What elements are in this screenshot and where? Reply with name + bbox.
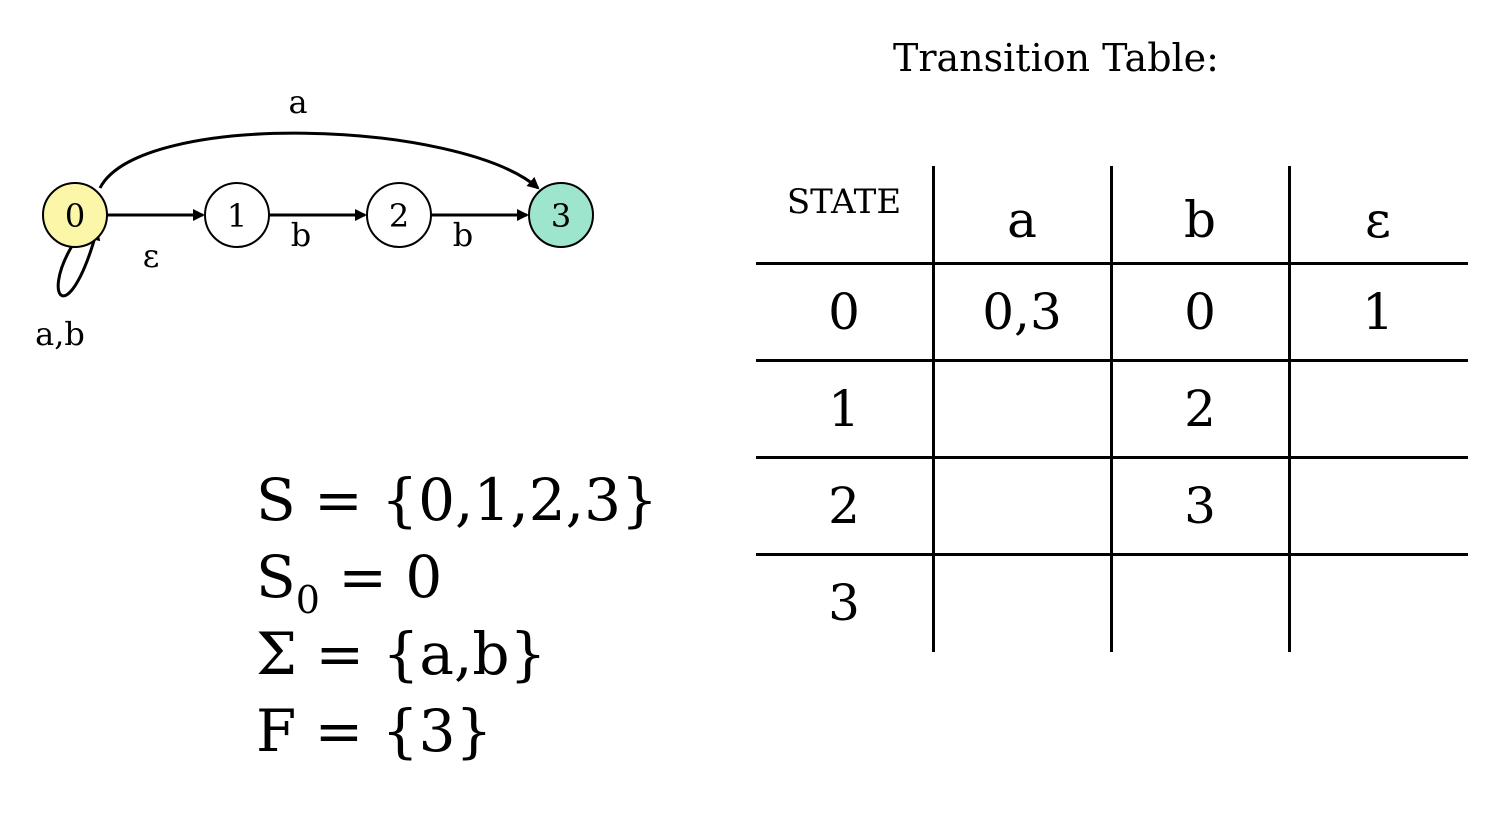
state-2: 2 [366,182,432,248]
header-a: a [1007,191,1037,249]
table-divider [1110,166,1113,652]
state-2-label: 2 [389,197,409,235]
final-states-set: F = {3} [256,697,493,765]
table-cell: 1 [1362,283,1394,341]
edge-label-0-1: ε [143,237,160,275]
start-state: S0 = 0 [256,539,658,619]
start-subscript: 0 [295,578,320,622]
edge-0-to-0 [56,228,101,298]
start-value: = 0 [319,543,443,611]
table-cell: 1 [828,380,860,438]
state-0: 0 [42,182,108,248]
table-cell [934,556,1110,650]
table-cell: 0,3 [982,283,1062,341]
table-divider [756,456,1468,459]
table-divider [1288,166,1291,652]
state-1: 1 [204,182,270,248]
state-0-label: 0 [65,197,85,235]
state-3-label: 3 [551,197,571,235]
start-symbol: S [256,543,296,611]
table-divider [756,359,1468,362]
state-0-circle [42,182,108,248]
header-state: STATE [786,182,902,222]
table-divider [756,262,1468,265]
state-3-circle [528,182,594,248]
table-cell [1290,556,1466,650]
table-cell: 3 [1184,477,1216,535]
edge-label-0-3: a [288,83,307,121]
state-1-label: 1 [227,197,247,235]
table-cell: 3 [828,574,860,632]
alphabet-set: Σ = {a,b} [256,620,547,688]
state-3: 3 [528,182,594,248]
transition-table: STATE a b ε 0 0,3 0 1 1 2 2 3 3 [756,166,1468,652]
state-1-circle [204,182,270,248]
table-cell: 0 [1184,283,1216,341]
edge-label-1-2: b [291,216,311,254]
header-epsilon: ε [1365,191,1391,249]
table-cell [1290,459,1466,553]
table-cell: 2 [828,477,860,535]
table-cell [1290,362,1466,456]
table-cell: 2 [1184,380,1216,438]
edge-0-to-3 [98,131,540,190]
states-set: S = {0,1,2,3} [256,466,658,534]
formal-definition: S = {0,1,2,3} S0 = 0 Σ = {a,b} F = {3} [256,462,658,770]
table-cell [934,459,1110,553]
table-cell [934,362,1110,456]
table-divider [756,553,1468,556]
table-cell: 0 [828,283,860,341]
table-divider [932,166,935,652]
header-b: b [1183,191,1216,249]
nfa-diagram: a,b ε b b a 0 1 2 3 [35,83,594,353]
edge-label-2-3: b [453,216,473,254]
state-2-circle [366,182,432,248]
table-title: Transition Table: [893,36,1219,80]
table-cell [1112,556,1288,650]
edge-label-0-0: a,b [35,315,85,353]
